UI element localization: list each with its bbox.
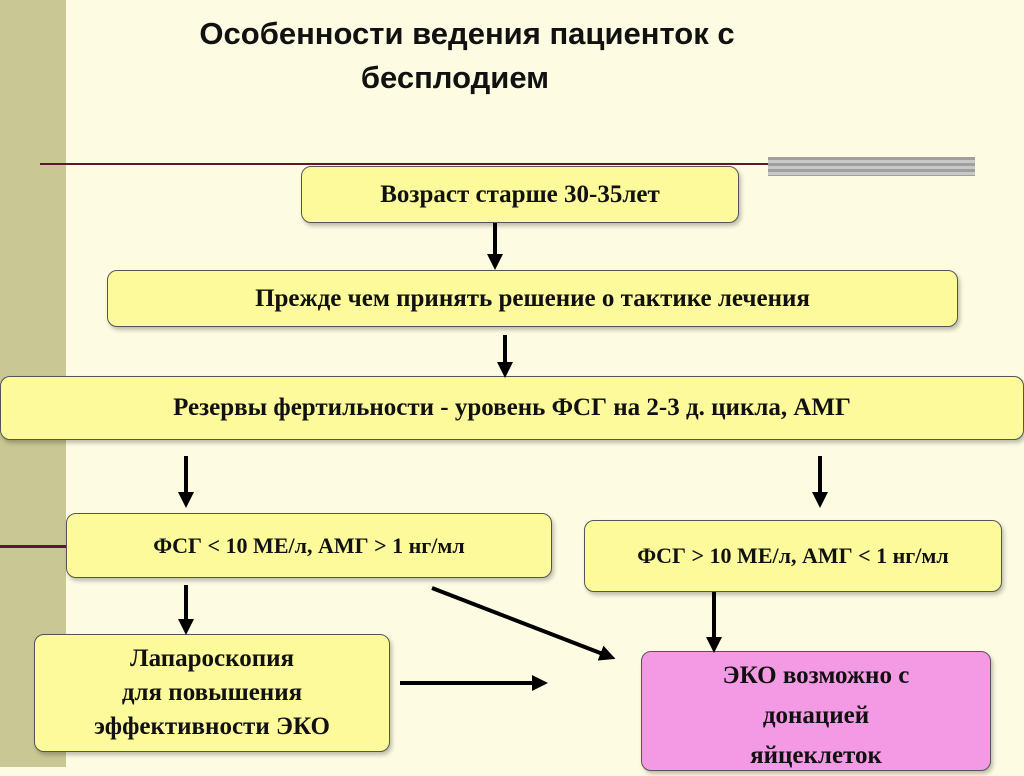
fertility-reserve-text: Резервы фертильности - уровень ФСГ на 2-… [173,394,851,421]
laparoscopy-box: Лапароскопия для повышения эффективности… [34,634,390,752]
fsg-high-text: ФСГ > 10 МЕ/л, АМГ < 1 нг/мл [637,543,949,568]
before-decision-text: Прежде чем принять решение о тактике леч… [255,284,810,312]
title-line-2: бесплодием [360,60,550,95]
fsg-low-text: ФСГ < 10 МЕ/л, АМГ > 1 нг/мл [153,532,465,558]
laparoscopy-line-3: эффективности ЭКО [94,713,330,740]
eko-line-3: яйцеклеток [750,742,882,769]
age-box-text: Возраст старше 30-35лет [380,180,660,208]
laparoscopy-line-1: Лапароскопия [129,645,295,672]
eko-donation-box: ЭКО возможно с донацией яйцеклеток [641,651,991,771]
side-divider [0,545,66,548]
divider-accent [768,157,975,176]
eko-line-1: ЭКО возможно с [722,662,910,689]
before-decision-box: Прежде чем принять решение о тактике леч… [107,270,958,327]
eko-line-2: донацией [762,702,870,729]
fertility-reserve-box: Резервы фертильности - уровень ФСГ на 2-… [0,376,1024,440]
age-box: Возраст старше 30-35лет [301,166,739,223]
arrow-fsg-low-to-eko [431,586,616,661]
fsg-low-box: ФСГ < 10 МЕ/л, АМГ > 1 нг/мл [66,513,552,578]
slide-title: Особенности ведения пациенток с бесплоди… [70,12,900,100]
fsg-high-box: ФСГ > 10 МЕ/л, АМГ < 1 нг/мл [584,520,1002,592]
title-line-1: Особенности ведения пациенток с [199,16,735,51]
laparoscopy-line-2: для повышения [121,679,303,706]
title-divider [40,163,975,165]
